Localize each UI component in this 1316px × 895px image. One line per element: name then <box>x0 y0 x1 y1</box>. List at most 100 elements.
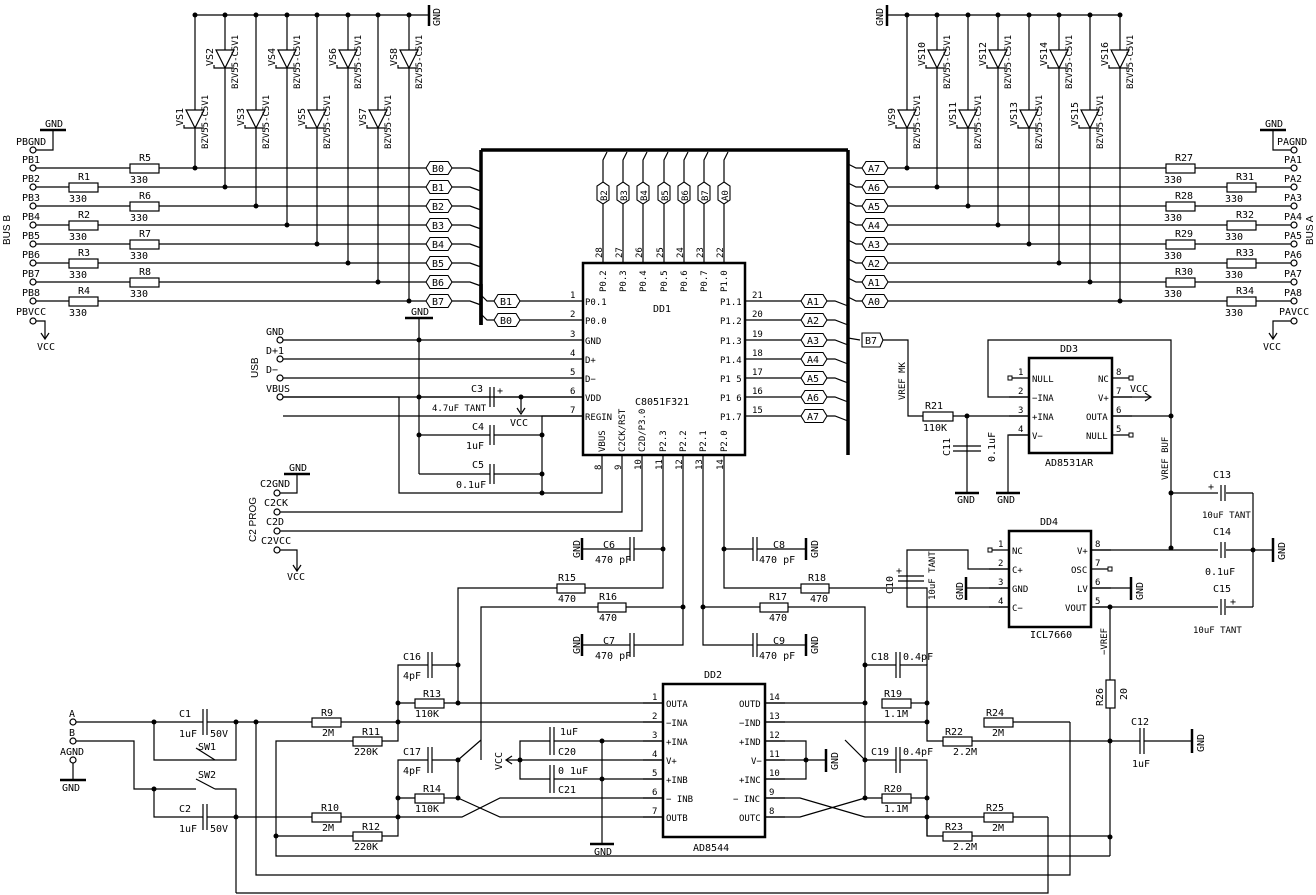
c10-value: 10uF TANT <box>928 551 938 600</box>
resistor-ref: R33 <box>1236 248 1254 259</box>
resistor-value: 330 <box>69 270 87 281</box>
connector-pin[interactable] <box>29 297 37 305</box>
vcc-label: VCC <box>494 752 505 770</box>
pin-number: 11 <box>769 750 780 760</box>
connector-pin-label: PA8 <box>1284 288 1302 299</box>
connector-pin[interactable] <box>29 221 37 229</box>
connector-pin-label: PA4 <box>1284 212 1302 223</box>
pin-name: LV <box>1077 585 1088 595</box>
net-label: B5 <box>432 259 444 270</box>
pin-name: P0.7 <box>700 270 710 292</box>
usb-pin[interactable] <box>276 374 284 382</box>
c7-value: 470 pF <box>595 651 631 662</box>
net-label: B2 <box>600 190 610 201</box>
input-a-pin[interactable] <box>69 718 77 726</box>
r20-value: 1.1M <box>884 804 908 815</box>
c6-value: 470 pF <box>595 555 631 566</box>
net-label: A1 <box>868 278 880 289</box>
net-label: A4 <box>868 221 880 232</box>
c2vcc-pin[interactable] <box>273 546 281 554</box>
connector-pin[interactable] <box>1290 240 1298 248</box>
pin-name: GND <box>585 337 601 347</box>
net-label: A5 <box>868 202 880 213</box>
pagnd-connector[interactable]: PAGND GND <box>1260 119 1307 154</box>
neg-vref-label: −VREF <box>1100 628 1110 655</box>
pin-name: GND <box>1012 585 1028 595</box>
pin-name: OUTA <box>666 700 688 710</box>
pin-name: P2.2 <box>679 430 689 452</box>
c2d-label: C2D <box>266 517 284 528</box>
connector-pin[interactable] <box>29 183 37 191</box>
c12-ref: C12 <box>1131 717 1149 728</box>
r10-ref: R10 <box>321 803 339 814</box>
usb-pin[interactable] <box>276 336 284 344</box>
pin-name: P1.4 <box>720 356 742 366</box>
c2ck-pin[interactable] <box>273 508 281 516</box>
connector-pin[interactable] <box>1290 164 1298 172</box>
r24-ref: R24 <box>986 708 1004 719</box>
diode-ref: VS14 <box>1039 42 1050 66</box>
pin-number: 5 <box>1095 597 1100 607</box>
connector-pin[interactable] <box>29 240 37 248</box>
diode-ref: VS3 <box>236 108 247 126</box>
vcc-label: VCC <box>1263 342 1281 353</box>
pin-number: 2 <box>1018 387 1023 397</box>
connector-pin-label: PB7 <box>22 269 40 280</box>
net-port-b0: B0 <box>425 160 453 176</box>
pin-name: V+ <box>666 757 677 767</box>
resistor <box>1165 277 1196 288</box>
resistor-ref: R2 <box>78 210 90 221</box>
pin-name: OUTD <box>739 700 761 710</box>
net-label: B4 <box>432 240 444 251</box>
connector-pin[interactable] <box>1290 297 1298 305</box>
pin-name: − INB <box>666 795 693 805</box>
resistor-value: 330 <box>1164 251 1182 262</box>
pin-name: P2.0 <box>720 430 730 452</box>
pin-number: 6 <box>1095 578 1100 588</box>
c10-ref: C10 <box>885 576 896 594</box>
connector-pin[interactable] <box>1290 183 1298 191</box>
pavcc-connector[interactable]: PAVCC VCC <box>1263 307 1309 353</box>
net-label: B1 <box>432 183 444 194</box>
usb-pin[interactable] <box>276 355 284 363</box>
connector-pin[interactable] <box>29 278 37 286</box>
connector-pin-label: PB5 <box>22 231 40 242</box>
diode-ref: VS10 <box>917 42 928 66</box>
r23-ref: R23 <box>945 822 963 833</box>
gnd-label: GND <box>810 636 821 654</box>
pbvcc-connector[interactable]: PBVCC VCC <box>16 307 55 353</box>
net-label: A2 <box>868 259 880 270</box>
c9-ref: C9 <box>773 636 785 647</box>
pbgnd-connector[interactable]: PBGND GND <box>16 119 66 154</box>
pin-number: 5 <box>652 769 657 779</box>
c2gnd-pin[interactable] <box>273 489 281 497</box>
pin-number: 7 <box>652 807 657 817</box>
c2-voltage: 50V <box>210 824 228 835</box>
connector-pin[interactable] <box>29 164 37 172</box>
c2d-pin[interactable] <box>273 527 281 535</box>
net-label: B0 <box>500 316 512 327</box>
usb-pin[interactable] <box>276 393 284 401</box>
c1-voltage: 50V <box>210 729 228 740</box>
connector-pin[interactable] <box>1290 259 1298 267</box>
diode-part: BZV55-C5V1 <box>201 95 211 149</box>
connector-pin[interactable] <box>1290 202 1298 210</box>
connector-pin[interactable] <box>1290 278 1298 286</box>
r25-value: 2M <box>992 823 1004 834</box>
input-b-pin[interactable] <box>69 737 77 745</box>
r12-ref: R12 <box>362 822 380 833</box>
connector-pin[interactable] <box>29 202 37 210</box>
input-agnd-pin[interactable] <box>69 756 77 764</box>
connector-pin[interactable] <box>1290 221 1298 229</box>
pin-number: 22 <box>716 247 726 258</box>
polarity-mark: + <box>1208 482 1214 493</box>
connector-pin[interactable] <box>29 259 37 267</box>
c8-value: 470 pF <box>759 555 795 566</box>
input-agnd-label: AGND <box>60 747 84 758</box>
